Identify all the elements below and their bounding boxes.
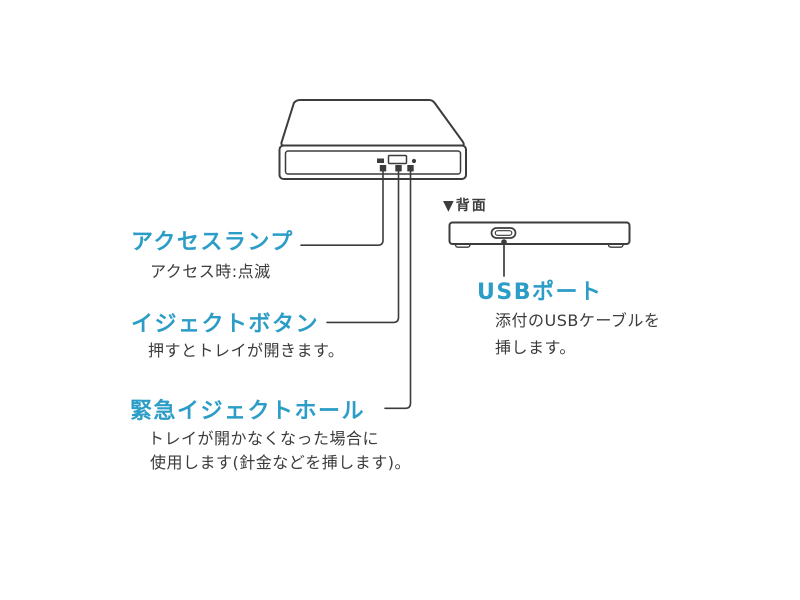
rear-panel-body bbox=[448, 221, 631, 245]
access-lamp-indicator bbox=[377, 158, 384, 163]
callout-line-access-lamp bbox=[300, 170, 384, 246]
optical-drive-front-illustration bbox=[278, 99, 467, 180]
callout-marker-access-lamp bbox=[379, 165, 387, 172]
usb-callout-line-group bbox=[501, 239, 507, 277]
drive-top-face bbox=[280, 99, 465, 147]
access-lamp-label: アクセスランプ bbox=[131, 230, 294, 255]
usb-port-description-line2: 挿します。 bbox=[495, 338, 576, 357]
callout-marker-eject-button bbox=[395, 165, 402, 172]
access-lamp-description: アクセス時:点滅 bbox=[150, 262, 271, 281]
emergency-eject-hole-description-line2: 使用します(針金などを挿します)。 bbox=[150, 453, 411, 472]
usb-port-description-line1: 添付のUSBケーブルを bbox=[495, 311, 661, 330]
callout-line-eject-button bbox=[326, 170, 400, 324]
emergency-eject-hole-description-line1: トレイが開かなくなった場合に bbox=[148, 429, 380, 448]
eject-button-description: 押すとトレイが開きます。 bbox=[148, 341, 345, 360]
front-callout-lines bbox=[300, 165, 414, 410]
callout-marker-emergency-hole bbox=[407, 165, 414, 172]
callout-line-emergency-hole bbox=[384, 170, 412, 410]
usb-port-inner-slot bbox=[494, 230, 513, 236]
emergency-eject-hole-label: 緊急イジェクトホール bbox=[130, 399, 366, 424]
usb-port-label: USBポート bbox=[477, 280, 603, 305]
rear-view-caption: ▼背面 bbox=[443, 198, 488, 214]
eject-button-shape bbox=[387, 154, 408, 165]
eject-button-label: イジェクトボタン bbox=[131, 312, 320, 337]
drive-tray-bezel bbox=[284, 150, 462, 175]
optical-drive-rear-illustration bbox=[448, 221, 631, 248]
emergency-eject-hole-shape bbox=[411, 158, 417, 164]
drive-front-face bbox=[278, 144, 467, 180]
